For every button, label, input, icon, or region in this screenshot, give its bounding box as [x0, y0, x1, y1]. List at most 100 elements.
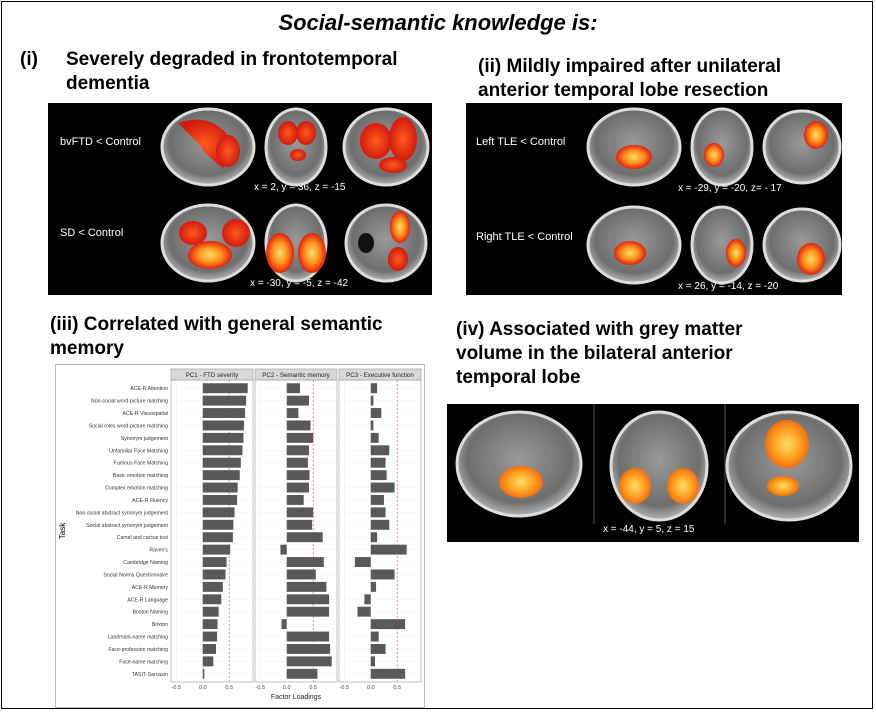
bar [280, 544, 287, 555]
bar [286, 494, 304, 505]
bar [370, 494, 384, 505]
bar [202, 631, 218, 642]
heading-iii-line1: (iii) Correlated with general semantic [50, 314, 383, 335]
task-label: Famous Face Matching [114, 461, 168, 467]
bar [286, 519, 313, 530]
heading-i: (i)Severely degraded in frontotemporal d… [20, 48, 398, 96]
x-tick-label: 0.5 [393, 685, 401, 691]
x-tick-label: 0.0 [367, 685, 375, 691]
axial-slice [762, 109, 842, 185]
task-label: Synonym judgement [121, 436, 169, 442]
task-label: ACE-R Fluency [132, 498, 168, 504]
bar [202, 408, 246, 419]
bar [370, 507, 386, 518]
heading-iv-line3: temporal lobe [456, 367, 581, 388]
bar [370, 631, 379, 642]
bar [202, 482, 238, 493]
bar [286, 569, 316, 580]
bar [370, 569, 395, 580]
task-label: Social Norms Questionnaire [103, 572, 168, 578]
task-label: Face-profession matching [108, 647, 168, 653]
x-axis-title: Factor Loadings [271, 694, 322, 701]
bar [202, 668, 205, 679]
bar [370, 395, 374, 406]
panel-ii-row2-label: Right TLE < Control [476, 231, 573, 243]
bar [354, 557, 371, 568]
heading-ii: (ii) Mildly impaired after unilateral an… [478, 55, 781, 103]
bar [286, 594, 330, 605]
bar [202, 656, 214, 667]
bar [286, 383, 300, 394]
bar [286, 581, 327, 592]
brain-panel-i: bvFTD < Control x = 2, y = 36, z = -15 S… [48, 103, 432, 295]
bar [370, 532, 378, 543]
bar [286, 408, 299, 419]
heading-iv: (iv) Associated with grey matter volume … [456, 318, 742, 390]
coronal-slice [690, 205, 754, 285]
x-tick-label: 0.5 [225, 685, 233, 691]
panel-i-row1-label: bvFTD < Control [60, 136, 141, 148]
bar [286, 470, 310, 481]
bar [286, 432, 314, 443]
panel-ii-row1-coords: x = -29, y = -20, z= - 17 [678, 183, 782, 194]
bar [370, 470, 387, 481]
axial-slice [762, 207, 842, 283]
x-tick-label: 0.0 [283, 685, 291, 691]
panel-ii-row1-label: Left TLE < Control [476, 136, 566, 148]
task-label: ACE-R Visuospatial [123, 411, 168, 417]
sagittal-slice [160, 203, 256, 283]
bar [202, 494, 238, 505]
task-label: TASIT-Sarcasm [132, 672, 168, 678]
bar [370, 432, 379, 443]
bar [286, 420, 311, 431]
facet-panel [338, 379, 422, 683]
task-label: Cambridge Naming [123, 560, 168, 566]
bar [281, 619, 287, 630]
facet-header [338, 368, 422, 381]
heading-ii-line1: (ii) Mildly impaired after unilateral [478, 56, 782, 77]
task-label: Non-social abstract synonym judgement [76, 510, 169, 516]
task-label: Basic emotion matching [113, 473, 168, 479]
bar [286, 557, 324, 568]
task-label: Camel and cactus test [117, 535, 169, 541]
heading-iii: (iii) Correlated with general semantic m… [50, 313, 383, 361]
bar [202, 569, 226, 580]
bar [370, 445, 390, 456]
x-tick-label: 0.5 [309, 685, 317, 691]
bar [202, 507, 235, 518]
task-label: ACE-R Memory [132, 585, 169, 591]
heading-i-line2: dementia [66, 73, 150, 94]
coronal-slice [690, 107, 754, 187]
task-label: Social roles word-picture matching [89, 423, 168, 429]
task-label: Non-social word-picture matching [91, 399, 168, 405]
sagittal-slice [160, 107, 256, 187]
brain-panel-iv: x = -44, y = 5, z = 15 [447, 404, 859, 542]
panel-i-row2-label: SD < Control [60, 227, 124, 239]
bar [202, 557, 227, 568]
task-label: ACE-R Attention [130, 386, 168, 392]
task-label: Unfamiliar Face Matching [109, 448, 168, 454]
bar [202, 420, 245, 431]
heading-i-number: (i) [20, 49, 38, 70]
bar [357, 606, 371, 617]
heading-iii-line2: memory [50, 338, 124, 359]
bar [286, 631, 330, 642]
task-label: Social abstract synonym judgement [86, 523, 168, 529]
bar [370, 581, 377, 592]
bar [286, 395, 309, 406]
bar [370, 668, 406, 679]
bar [286, 532, 323, 543]
x-tick-label: -0.5 [172, 685, 181, 691]
bar [286, 445, 309, 456]
coronal-slice [264, 107, 328, 187]
task-label: Raven's [149, 548, 168, 554]
bar [370, 519, 390, 530]
bar [286, 668, 318, 679]
task-label: Landmark-name matching [108, 635, 168, 641]
bar [286, 457, 308, 468]
bar [370, 457, 386, 468]
panel-i-row1-coords: x = 2, y = 36, z = -15 [254, 182, 346, 193]
axial-slice [342, 107, 430, 187]
axial-slice [725, 410, 853, 522]
